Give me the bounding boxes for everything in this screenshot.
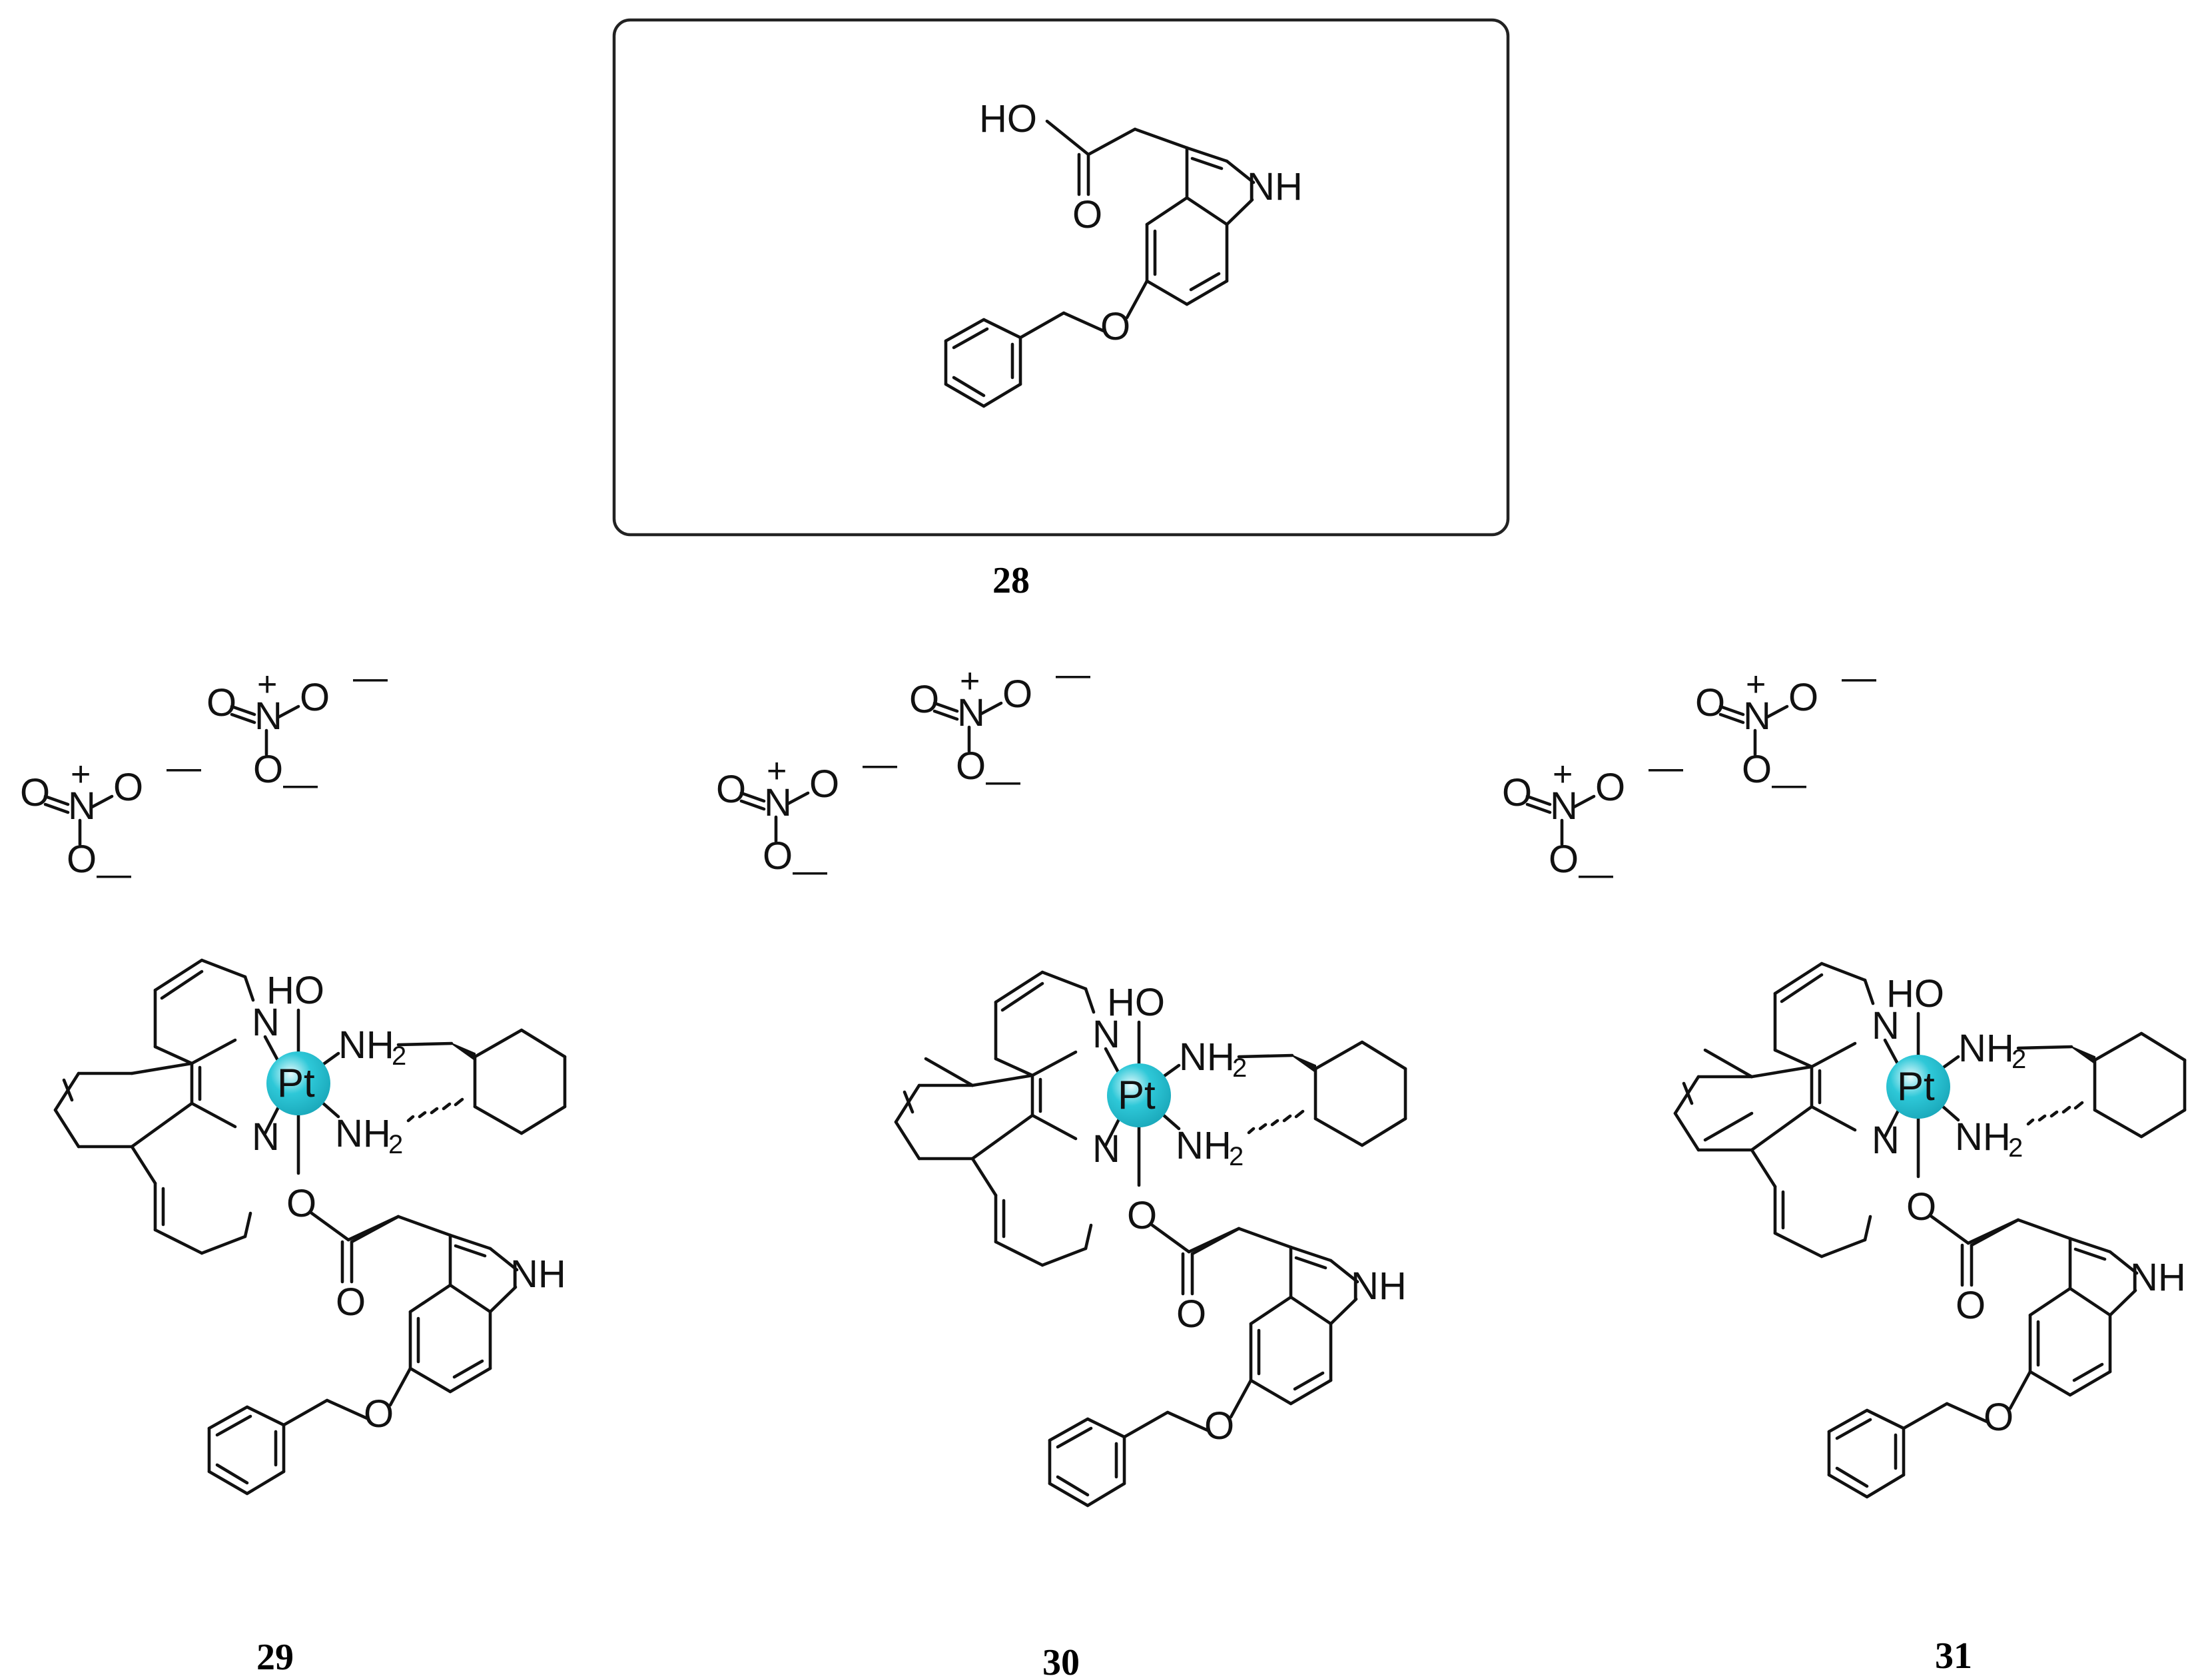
compound-label-30: 30 xyxy=(1042,1642,1080,1680)
methyl-bond xyxy=(1703,1111,1754,1142)
compound-28-structure: HO xyxy=(946,97,1303,406)
compound-label-28: 28 xyxy=(992,560,1030,601)
methyl-bond xyxy=(924,1057,974,1087)
compound-29-structure xyxy=(20,659,566,1494)
compound-30-structure xyxy=(716,655,1407,1506)
compound-31-structure xyxy=(1502,659,2186,1497)
acid-hydroxyl-label: HO xyxy=(979,97,1037,140)
compound-label-29: 29 xyxy=(256,1637,294,1678)
methyl-bond xyxy=(1703,1048,1754,1079)
compound-label-31: 31 xyxy=(1935,1635,1972,1677)
compound-28-box: HO xyxy=(612,18,1510,537)
